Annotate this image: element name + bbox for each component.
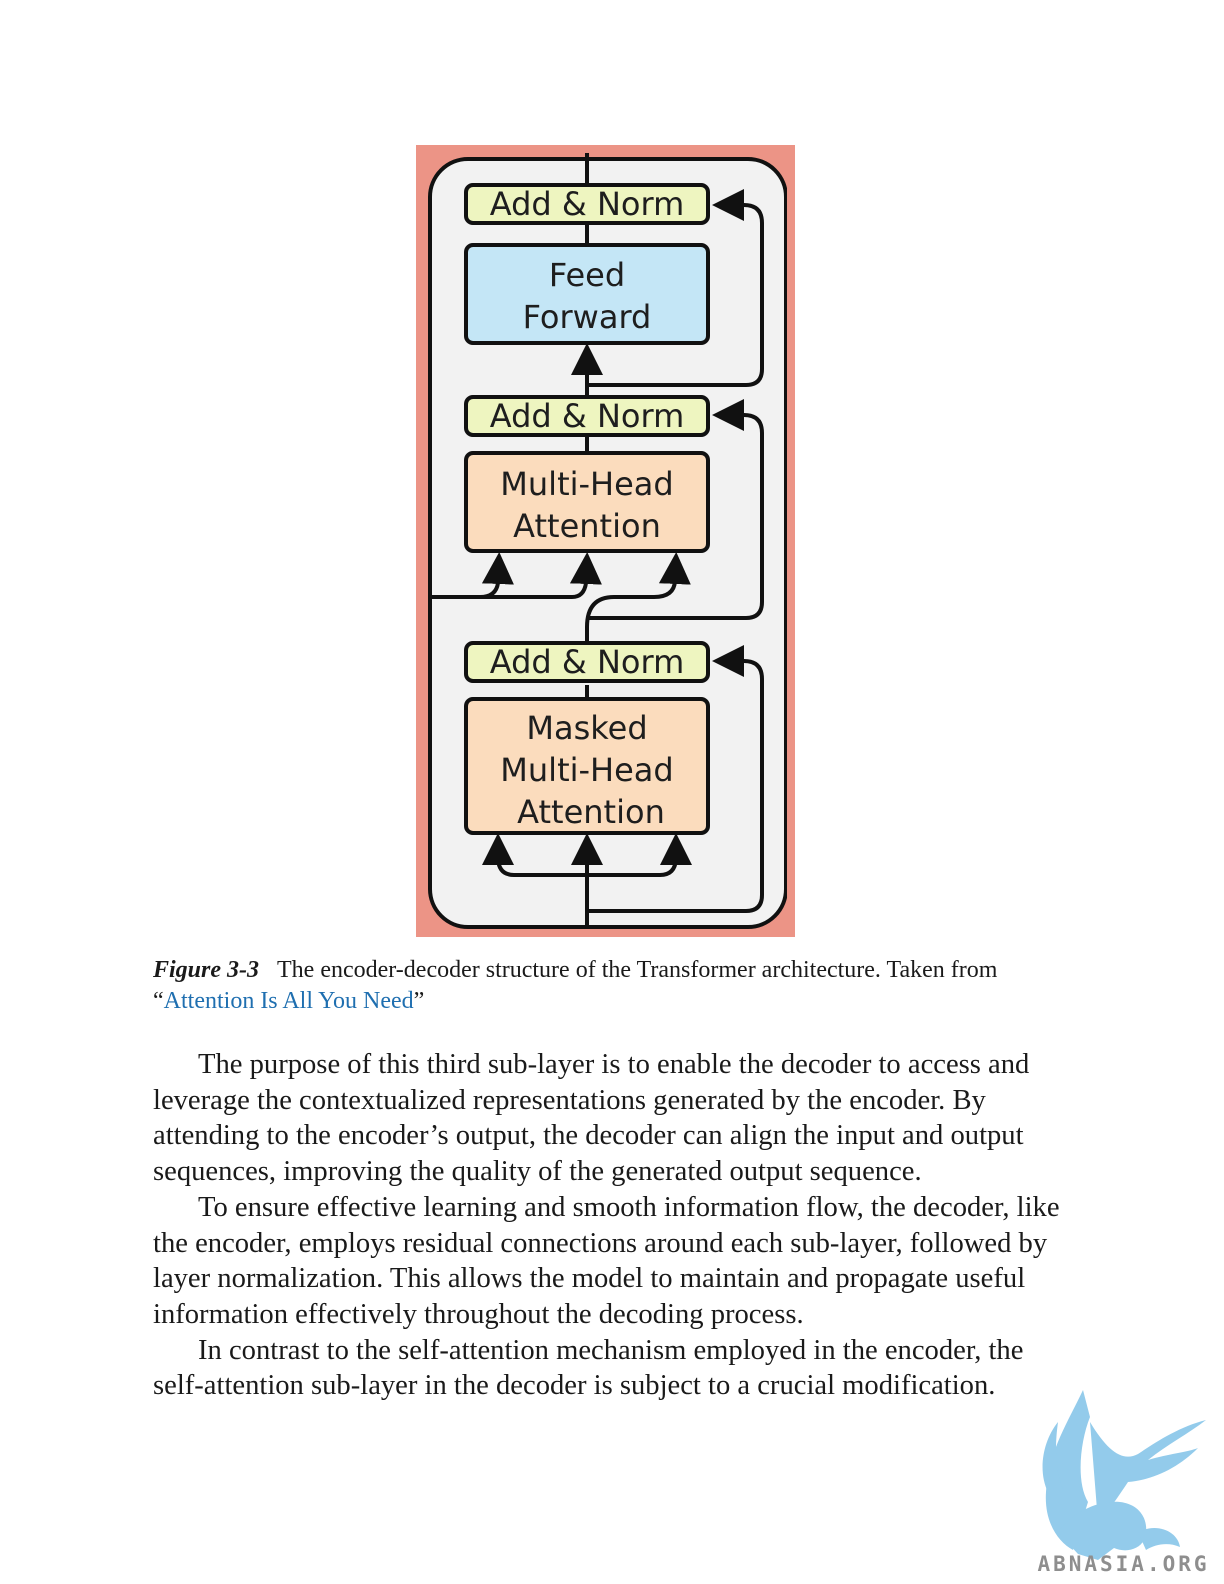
decoder-architecture-figure: Add & Norm Feed Forward Add & Norm Multi…: [416, 145, 795, 937]
paper-link[interactable]: Attention Is All You Need: [163, 988, 414, 1014]
multi-head-attention-block: [464, 451, 710, 553]
masked-label-line2: Multi-Head: [500, 751, 673, 789]
add-norm-bottom-label: Add & Norm: [490, 643, 685, 681]
mha-label-line2: Attention: [513, 507, 661, 545]
add-norm-top-label: Add & Norm: [490, 185, 685, 223]
flow-lines: [430, 153, 764, 929]
watermark-text: ABNASIA.ORG: [1037, 1552, 1210, 1576]
add-norm-mid-label: Add & Norm: [490, 397, 685, 435]
masked-attention-block: [464, 697, 710, 835]
paragraph: In contrast to the self-attention mechan…: [153, 1334, 1024, 1402]
masked-label-line3: Attention: [517, 793, 665, 831]
caption-close-quote: ”: [413, 988, 425, 1014]
add-norm-block-top: [464, 183, 710, 225]
feed-forward-block: [464, 243, 710, 345]
mha-label-line1: Multi-Head: [500, 465, 673, 503]
paragraph: To ensure effective learning and smooth …: [153, 1191, 1060, 1330]
griffin-logo-icon: [1042, 1390, 1206, 1560]
paragraph: The purpose of this third sub-layer is t…: [153, 1049, 1030, 1188]
add-norm-block-bottom: [464, 641, 710, 683]
caption-text: The encoder-decoder structure of the Tra…: [153, 957, 998, 1014]
feed-forward-label-line2: Forward: [523, 298, 652, 336]
feed-forward-label-line1: Feed: [549, 256, 625, 294]
add-norm-block-mid: [464, 395, 710, 437]
masked-label-line1: Masked: [526, 709, 647, 747]
decoder-diagram: Add & Norm Feed Forward Add & Norm Multi…: [428, 153, 787, 929]
figure-number: Figure 3-3: [153, 957, 260, 983]
body-text: The purpose of this third sub-layer is t…: [153, 1047, 1073, 1404]
